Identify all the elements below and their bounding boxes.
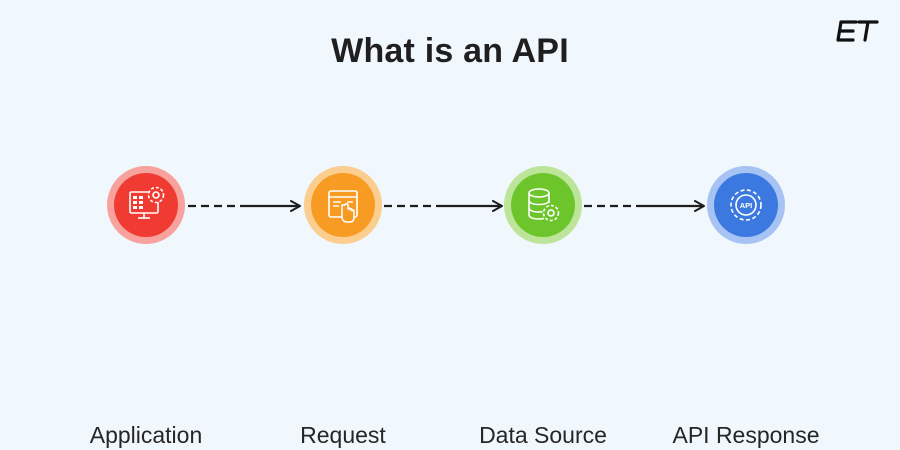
monitor-gear-icon	[129, 186, 165, 219]
api-gear-icon: API	[730, 189, 762, 221]
application-node-core	[114, 173, 178, 237]
api-response-label: API Response	[672, 422, 820, 448]
api-response-node: API API Response	[672, 166, 820, 448]
page-title: What is an API	[331, 32, 569, 70]
request-node: Request	[300, 166, 386, 448]
api-icon-text: API	[740, 201, 753, 210]
database-gear-icon	[528, 188, 560, 222]
request-label: Request	[300, 422, 386, 448]
document-click-icon	[328, 190, 358, 223]
api-response-node-core	[714, 173, 778, 237]
data-source-node: Data Source	[479, 166, 607, 448]
brand-logo	[836, 20, 879, 42]
data-source-label: Data Source	[479, 422, 607, 448]
application-label: Application	[89, 422, 203, 448]
application-node: Application	[90, 166, 202, 448]
